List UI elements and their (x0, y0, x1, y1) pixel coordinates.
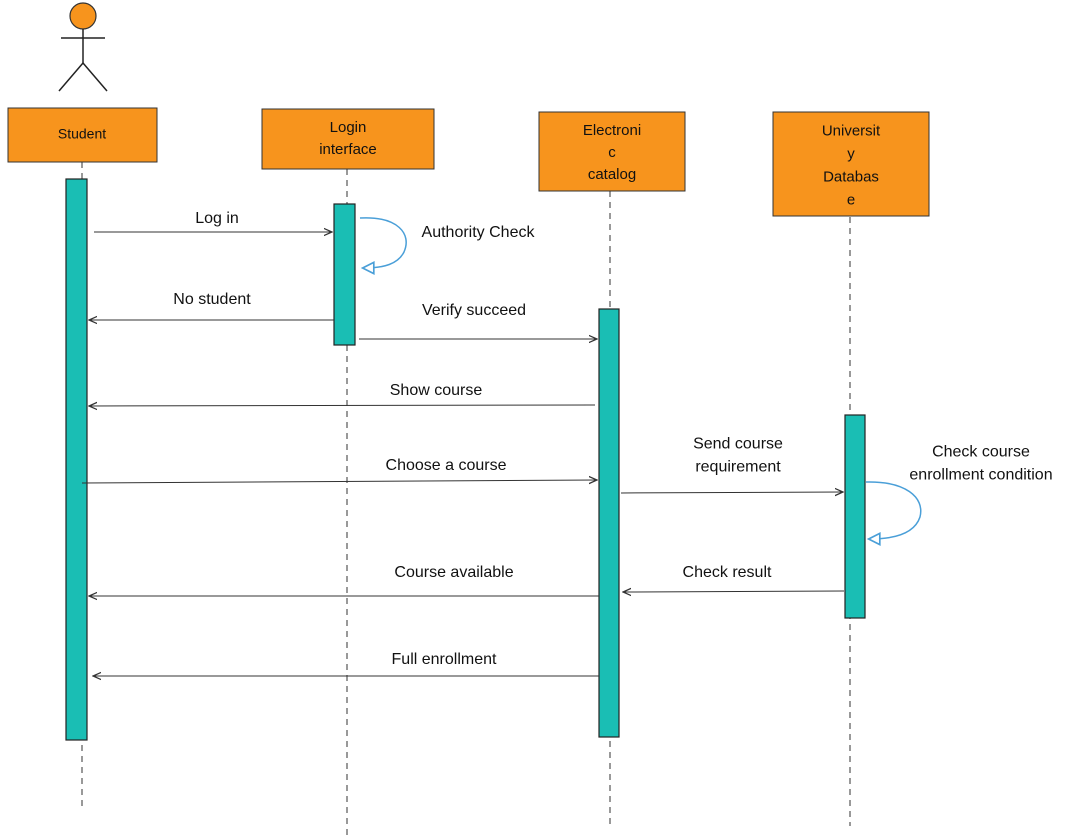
participant-catalog-label-line: c (608, 144, 616, 161)
participant-catalog-label-line: Electroni (583, 122, 641, 139)
message-authority-check-label-line: Authority Check (422, 224, 536, 241)
message-check-condition-label-line: Check course (932, 444, 1030, 461)
participant-electronic-catalog: Electroni c catalog (538, 111, 686, 192)
message-check-condition-label-line: enrollment condition (909, 467, 1052, 484)
actor-right-leg (82, 62, 108, 92)
activation-login (333, 203, 356, 346)
activation-database (844, 414, 866, 619)
message-show-course-label: Show course (390, 382, 483, 399)
actor-icon (58, 2, 108, 92)
message-choose-course-label: Choose a course (386, 457, 507, 474)
participant-student-label-line: Student (58, 126, 106, 142)
self-call-authority-check (359, 217, 407, 268)
participant-login-label: Login interface (319, 119, 377, 158)
participant-student-label: Student (58, 126, 106, 142)
message-no-student-label-line: No student (173, 291, 251, 308)
participant-catalog-label: Electroni c catalog (583, 122, 641, 183)
actor-left-leg (58, 62, 84, 92)
message-authority-check-label: Authority Check (422, 224, 536, 241)
participant-database-label-line: Universit (822, 122, 881, 139)
message-send-requirement-arrow (620, 492, 843, 493)
activation-student (65, 178, 88, 741)
activation-catalog (598, 308, 620, 738)
message-course-available-label: Course available (394, 564, 513, 581)
message-verify-succeed-label-line: Verify succeed (422, 302, 526, 319)
message-full-enrollment-label-line: Full enrollment (392, 651, 497, 668)
participant-catalog-label-line: catalog (588, 166, 636, 183)
participant-database-label-line: y (847, 145, 855, 162)
message-check-result-label: Check result (683, 564, 772, 581)
participant-login-label-line: Login (330, 119, 367, 136)
message-choose-course-label-line: Choose a course (386, 457, 507, 474)
message-log-in-label: Log in (195, 210, 239, 227)
actor-head (69, 2, 97, 30)
message-send-requirement-label-line: requirement (695, 459, 781, 476)
message-verify-succeed-label: Verify succeed (422, 302, 526, 319)
message-show-course-arrow (89, 405, 596, 406)
message-send-requirement-label: Send course requirement (693, 436, 783, 476)
message-check-result-label-line: Check result (683, 564, 772, 581)
self-call-check-condition (865, 481, 922, 539)
message-check-condition-label: Check course enrollment condition (909, 444, 1052, 484)
message-check-result-arrow (623, 591, 845, 592)
participant-login-label-line: interface (319, 141, 377, 158)
participant-student: Student (7, 107, 158, 163)
message-full-enrollment-label: Full enrollment (392, 651, 497, 668)
message-no-student-label: No student (173, 291, 251, 308)
message-course-available-label-line: Course available (394, 564, 513, 581)
participant-login-interface: Login interface (261, 108, 435, 170)
message-send-requirement-label-line: Send course (693, 436, 783, 453)
message-choose-course-arrow (81, 480, 597, 483)
participant-database-label-line: Databas (823, 168, 879, 185)
message-log-in-label-line: Log in (195, 210, 239, 227)
message-show-course-label-line: Show course (390, 382, 483, 399)
participant-database-label-line: e (847, 191, 855, 208)
